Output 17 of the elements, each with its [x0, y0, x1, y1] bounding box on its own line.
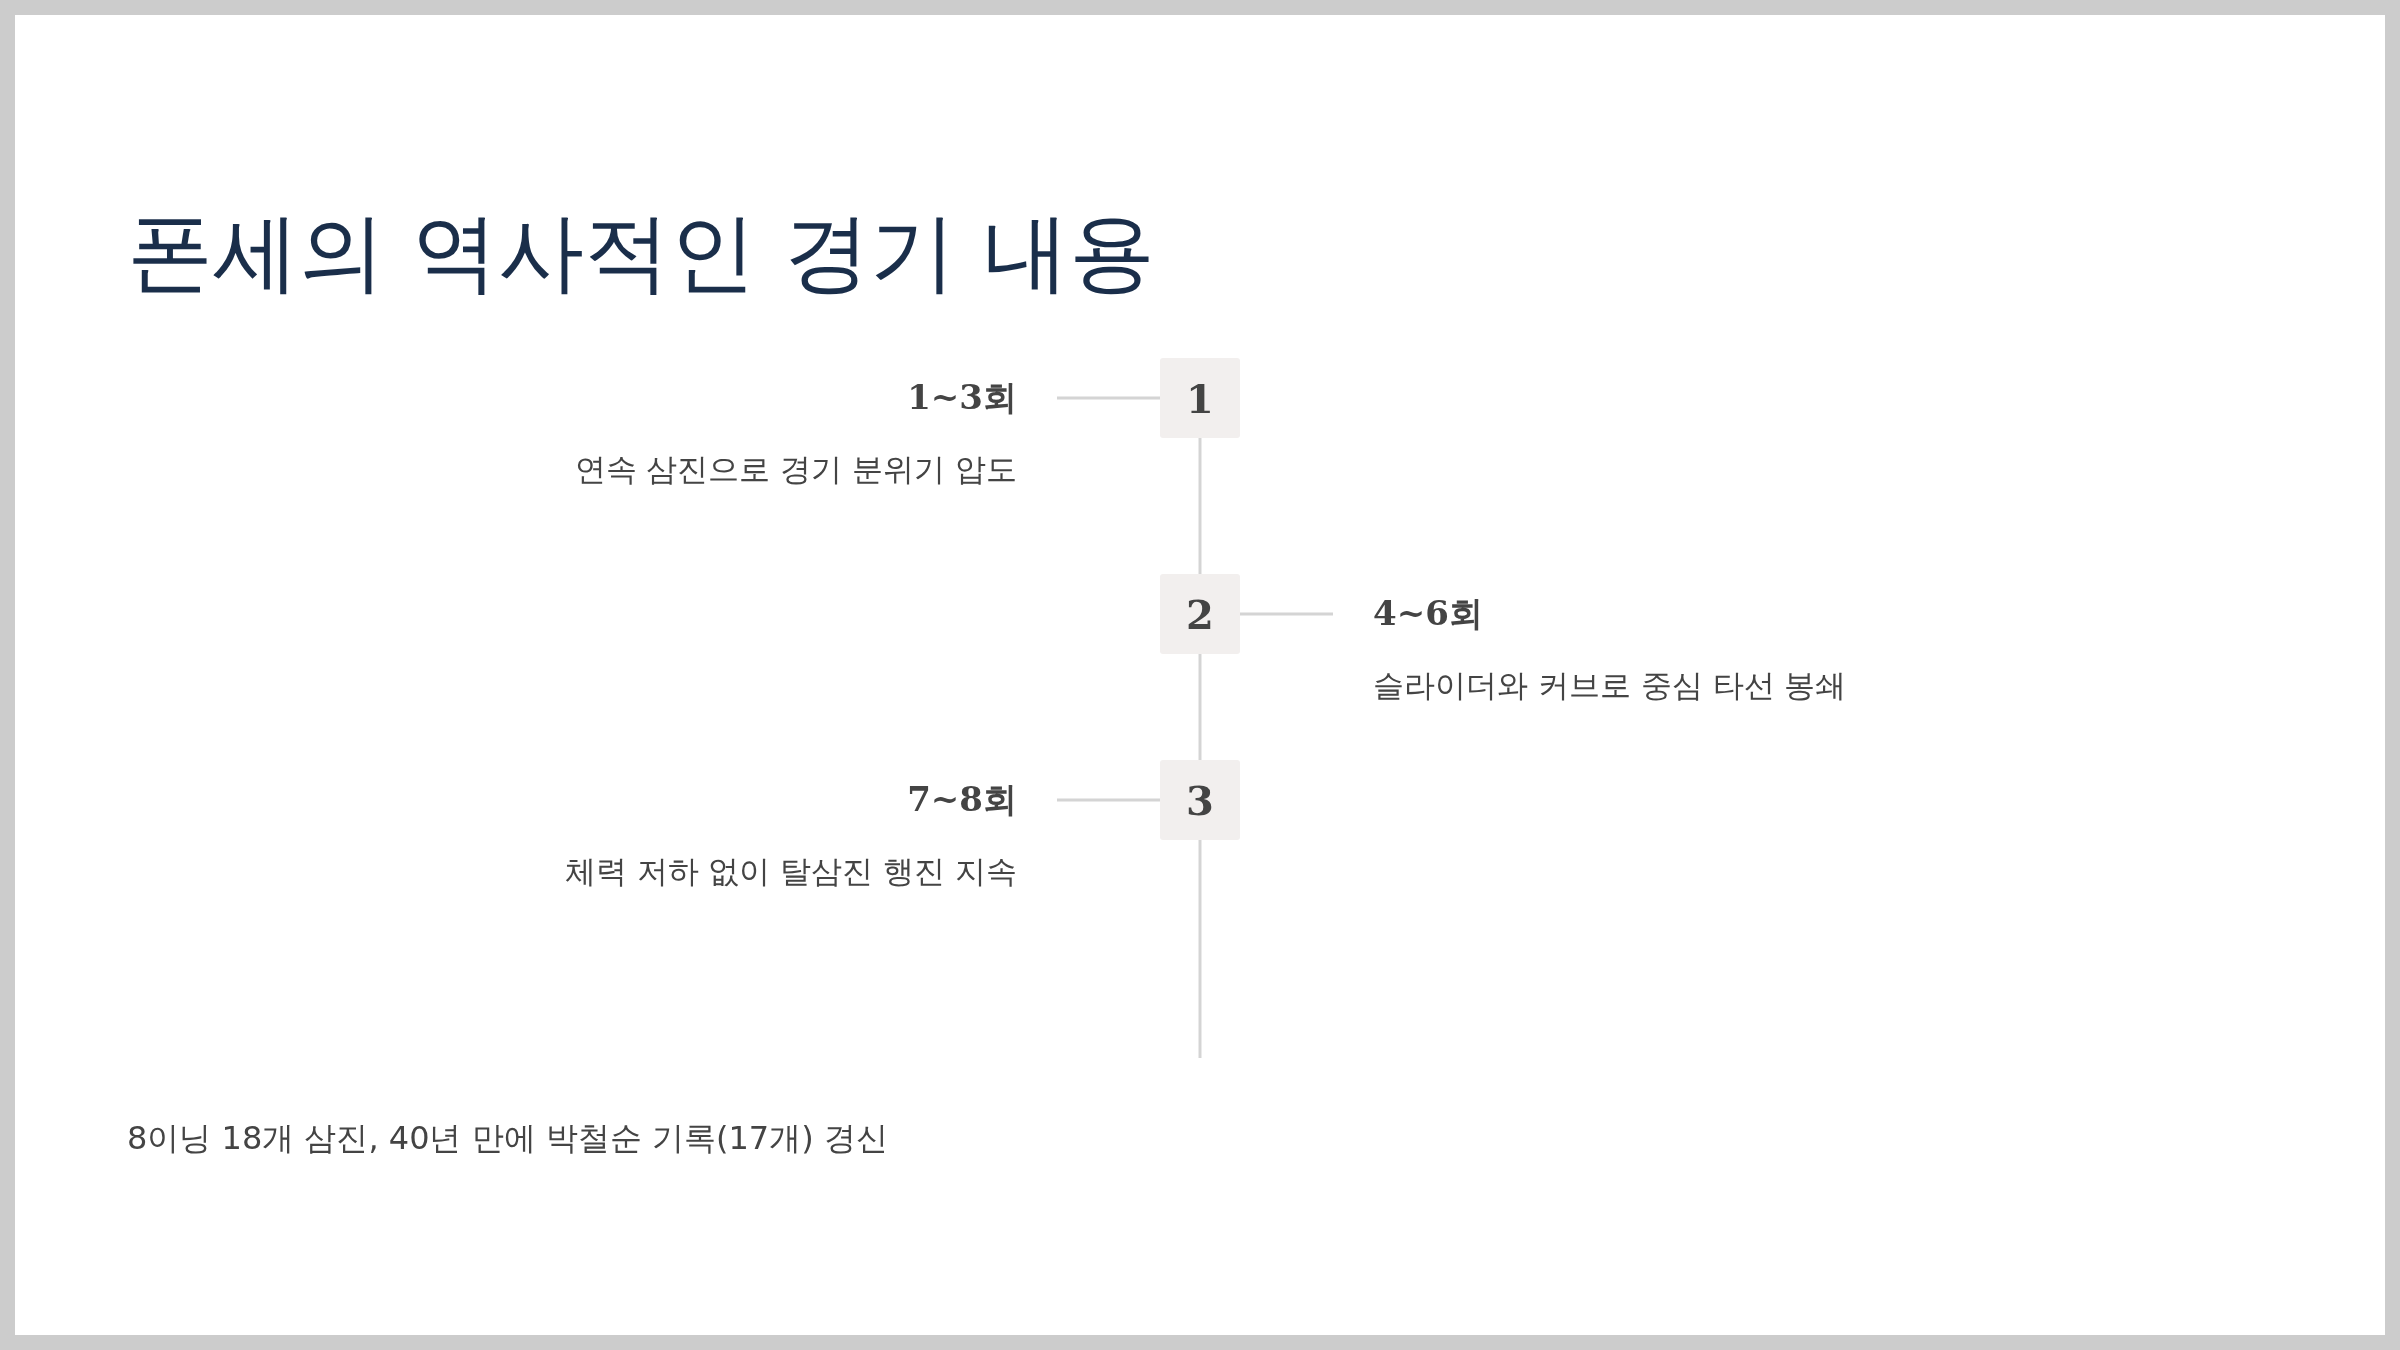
connector-line — [1240, 612, 1333, 616]
number-box: 2 — [1160, 574, 1240, 654]
description-text: 연속 삼진으로 경기 분위기 압도 — [574, 450, 1017, 489]
timeline-line — [1198, 438, 1202, 574]
inning-heading: 1~3회 — [907, 376, 1017, 419]
description-text: 슬라이더와 커브로 중심 타선 봉쇄 — [1373, 666, 1847, 705]
number-box: 3 — [1160, 760, 1240, 840]
connector-line — [1057, 798, 1160, 802]
inning-heading: 7~8회 — [907, 778, 1017, 821]
number-box: 1 — [1160, 358, 1240, 438]
inning-heading: 4~6회 — [1373, 592, 1483, 635]
description-text: 체력 저하 없이 탈삼진 행진 지속 — [564, 852, 1017, 891]
timeline-line — [1198, 654, 1202, 760]
caption-text: 8이닝 18개 삼진, 40년 만에 박철순 기록(17개) 경신 — [127, 1118, 888, 1159]
timeline-line — [1198, 840, 1202, 1058]
slide-title: 폰세의 역사적인 경기 내용 — [127, 201, 1155, 304]
connector-line — [1057, 396, 1160, 400]
